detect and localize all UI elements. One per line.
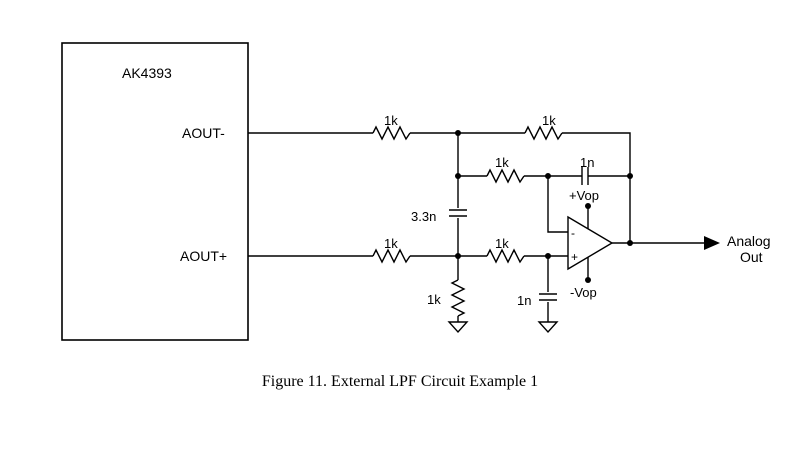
capacitor-ground-label: 1n bbox=[517, 293, 531, 308]
junction-feedback-cap-left bbox=[545, 173, 551, 179]
capacitor-diff-label: 3.3n bbox=[411, 209, 436, 224]
resistor-ground-label: 1k bbox=[427, 292, 441, 307]
resistor-in-pos bbox=[372, 248, 411, 264]
junction-node-a-mid bbox=[455, 173, 461, 179]
supply-neg-label: -Vop bbox=[570, 285, 597, 300]
resistor-ground bbox=[450, 279, 466, 317]
capacitor-diff bbox=[449, 209, 467, 217]
output-label-line1: Analog bbox=[727, 233, 771, 249]
resistor-series-pos-label: 1k bbox=[495, 236, 509, 251]
aout-neg-pin-label: AOUT- bbox=[182, 125, 225, 141]
junction-node-b bbox=[455, 253, 461, 259]
capacitor-feedback-label: 1n bbox=[580, 155, 594, 170]
junction-node-a-top bbox=[455, 130, 461, 136]
junction-output bbox=[627, 240, 633, 246]
resistor-in-neg bbox=[372, 125, 411, 141]
wire-top-to-right bbox=[562, 132, 631, 243]
opamp-noninverting-sign: + bbox=[571, 250, 578, 264]
opamp-inverting-sign: - bbox=[571, 226, 575, 240]
capacitor-ground bbox=[539, 293, 557, 301]
chip-name-label: AK4393 bbox=[122, 65, 172, 81]
supply-pos-label: +Vop bbox=[569, 188, 599, 203]
resistor-in-neg-label: 1k bbox=[384, 113, 398, 128]
resistor-feedback-top-label: 1k bbox=[542, 113, 556, 128]
output-arrow bbox=[704, 236, 720, 250]
junction-node-c bbox=[545, 253, 551, 259]
resistor-in-pos-label: 1k bbox=[384, 236, 398, 251]
opamp-triangle bbox=[567, 215, 614, 271]
resistor-series-pos bbox=[486, 248, 525, 264]
ground-symbol-left bbox=[447, 321, 469, 334]
figure-caption: Figure 11. External LPF Circuit Example … bbox=[262, 373, 538, 390]
ak4393-chip-block bbox=[61, 42, 249, 341]
supply-neg-terminal bbox=[585, 277, 591, 283]
ground-symbol-right bbox=[537, 321, 559, 334]
aout-pos-pin-label: AOUT+ bbox=[180, 248, 227, 264]
wire-to-inverting-input bbox=[547, 176, 568, 233]
resistor-feedback-top bbox=[524, 125, 563, 141]
output-label-line2: Out bbox=[740, 249, 763, 265]
junction-feedback-right bbox=[627, 173, 633, 179]
supply-pos-terminal bbox=[585, 203, 591, 209]
resistor-feedback-mid-label: 1k bbox=[495, 155, 509, 170]
resistor-feedback-mid bbox=[486, 168, 525, 184]
